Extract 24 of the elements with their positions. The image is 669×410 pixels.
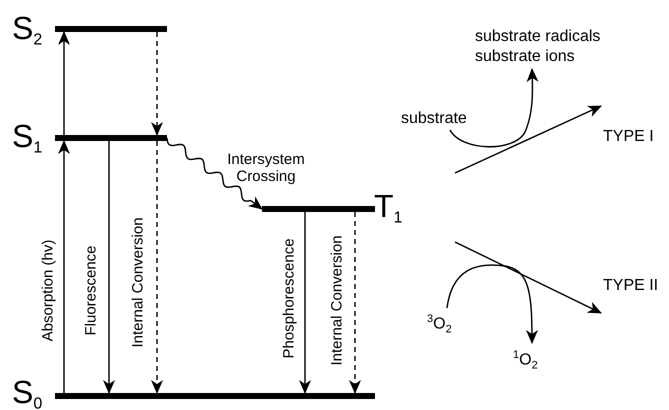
species-label: substrate radicals	[475, 27, 600, 47]
state-label: S$_{1}$	[12, 120, 42, 157]
edge-label: Absorption (hv)	[39, 239, 56, 341]
arrow	[449, 68, 538, 148]
state-label: T$_{1}$	[374, 190, 402, 227]
type-label: TYPE II	[603, 277, 658, 295]
arrow	[299, 212, 311, 394]
species-label: substrate	[401, 109, 467, 129]
arrow	[151, 141, 163, 394]
species-label: $^{1}$O$_{2}$	[513, 348, 538, 374]
arrow	[446, 264, 538, 344]
arrow	[151, 32, 163, 136]
species-label: substrate ions	[475, 47, 575, 67]
type-label: TYPE I	[603, 128, 654, 146]
arrow	[349, 212, 361, 394]
state-label: S$_{2}$	[12, 12, 42, 49]
species-label: $^{3}$O$_{2}$	[427, 312, 452, 338]
edge-label: Phosphorescence	[280, 238, 298, 358]
arrow	[103, 141, 115, 394]
state-label: S$_{0}$	[12, 376, 42, 410]
wavy-arrow	[166, 138, 263, 210]
edge-label: Intersystem Crossing	[226, 151, 306, 185]
arrow	[58, 140, 70, 393]
arrow	[58, 31, 70, 135]
